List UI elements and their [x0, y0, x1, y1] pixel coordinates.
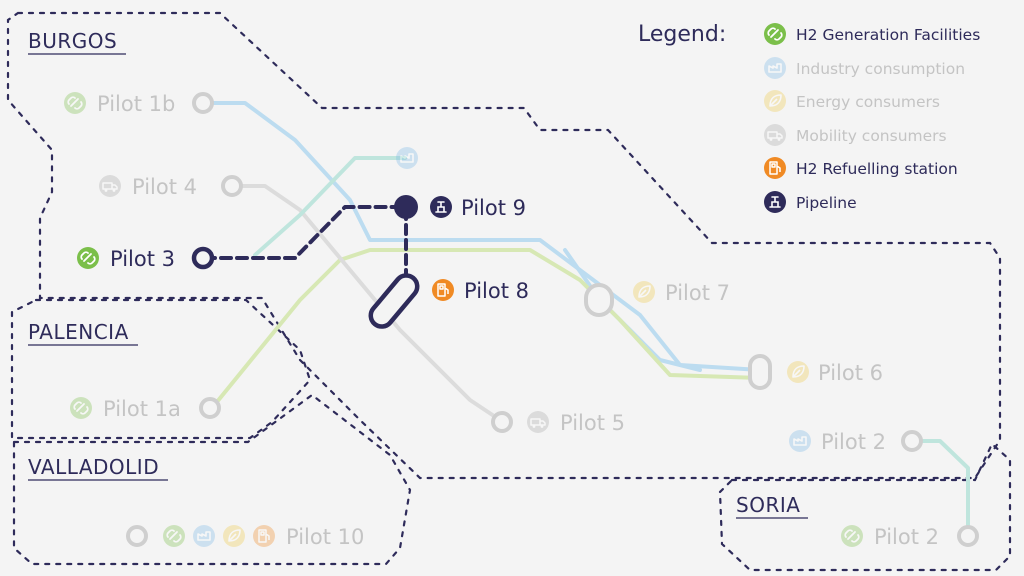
pilot-8-label[interactable]: Pilot 8	[464, 279, 529, 303]
pilot-1b-icon	[63, 91, 87, 115]
station-nodes	[126, 92, 979, 547]
pilot-10-label[interactable]: Pilot 10	[286, 525, 364, 549]
pilot-8-fuel-pump-icon	[431, 278, 455, 302]
legend-item-energy[interactable]: Energy consumers	[763, 89, 940, 113]
pilot-2-east-factory-icon	[788, 429, 812, 453]
pilot-1a-link-icon	[69, 396, 93, 420]
pilot-10-factory-icon	[192, 524, 216, 548]
node-pilot-1a[interactable]	[199, 397, 221, 419]
pilot-9-label[interactable]: Pilot 9	[461, 196, 526, 220]
legend-truck-icon	[763, 123, 787, 147]
node-pilot-3[interactable]	[191, 246, 215, 270]
pilot-1b-label[interactable]: Pilot 1b	[97, 92, 175, 116]
legend-label: Pipeline	[796, 194, 857, 212]
line-gray-4-5	[230, 184, 502, 422]
pilot-10-leaf-icon	[222, 524, 246, 548]
node-pilot-10[interactable]	[126, 525, 148, 547]
node-pilot-2-soria[interactable]	[957, 525, 979, 547]
pilot-5-label[interactable]: Pilot 5	[560, 411, 625, 435]
pilot-10-fuel-pump-icon	[252, 524, 276, 548]
region-palencia: PALENCIA	[28, 320, 129, 344]
legend-title: Legend:	[638, 22, 726, 47]
pilot-9-pipeline-icon	[429, 195, 453, 219]
legend-item-h2-generation[interactable]: H2 Generation Facilities	[763, 22, 980, 46]
pilot-3-link-icon	[76, 246, 100, 270]
pilot-6-label[interactable]: Pilot 6	[818, 361, 883, 385]
industry-node-icon	[395, 146, 419, 170]
pilot-7-leaf-icon	[632, 280, 656, 304]
region-borders	[6, 11, 1012, 572]
node-pilot-1b[interactable]	[192, 92, 214, 114]
pilot-7-label[interactable]: Pilot 7	[665, 281, 730, 305]
pilot-5-truck-icon	[526, 410, 550, 434]
legend-item-refuelling[interactable]: H2 Refuelling station	[763, 156, 958, 180]
legend-item-mobility[interactable]: Mobility consumers	[763, 123, 947, 147]
legend-item-industry[interactable]: Industry consumption	[763, 56, 965, 80]
line-teal-3-9	[253, 156, 407, 257]
faded-network-lines	[203, 101, 970, 538]
region-valladolid: VALLADOLID	[28, 455, 159, 479]
legend-label: Industry consumption	[796, 60, 965, 78]
legend-pipeline-icon	[763, 190, 787, 214]
legend-label: H2 Refuelling station	[796, 160, 958, 178]
legend-label: Energy consumers	[796, 93, 940, 111]
pilot-2-soria-label[interactable]: Pilot 2	[874, 525, 939, 549]
palencia-border	[10, 298, 312, 440]
node-pilot-4[interactable]	[221, 175, 243, 197]
burgos-border	[6, 11, 1002, 480]
node-pilot-8[interactable]	[366, 271, 421, 331]
legend-link-icon	[763, 22, 787, 46]
region-labels: BURGOS PALENCIA VALLADOLID SORIA	[28, 29, 808, 519]
line-soria	[910, 439, 970, 538]
pilot-4-label[interactable]: Pilot 4	[132, 175, 197, 199]
pilot-2-soria-link-icon	[840, 524, 864, 548]
pilot-3-label[interactable]: Pilot 3	[110, 247, 175, 271]
legend: Legend: H2 Generation Facilities Industr…	[638, 22, 980, 214]
region-soria: SORIA	[736, 493, 800, 517]
pilot-10-link-icon	[162, 524, 186, 548]
legend-label: Mobility consumers	[796, 127, 947, 145]
node-pilot-6[interactable]	[748, 354, 772, 390]
node-pilot-5[interactable]	[491, 411, 513, 433]
map-labels: Pilot 1b Pilot 4 Pilot 3 Pilot 9 Pilot 8…	[63, 91, 939, 549]
pilot-2-east-label[interactable]: Pilot 2	[821, 430, 886, 454]
legend-leaf-icon	[763, 89, 787, 113]
legend-label: H2 Generation Facilities	[796, 26, 980, 44]
pilot-6-leaf-icon	[786, 360, 810, 384]
line-1b-east	[203, 101, 762, 372]
region-burgos: BURGOS	[28, 29, 117, 53]
node-pilot-7[interactable]	[584, 283, 614, 317]
node-pilot-2-east[interactable]	[901, 430, 923, 452]
pilot-4-truck-icon	[98, 174, 122, 198]
pipeline-3-9	[203, 205, 407, 260]
active-pipeline	[203, 205, 408, 287]
line-green-main	[210, 248, 762, 410]
pilot-1a-label[interactable]: Pilot 1a	[103, 397, 181, 421]
node-pilot-9[interactable]	[394, 195, 418, 219]
legend-factory-icon	[763, 56, 787, 80]
legend-fuel-pump-icon	[763, 156, 787, 180]
legend-item-pipeline[interactable]: Pipeline	[763, 190, 857, 214]
